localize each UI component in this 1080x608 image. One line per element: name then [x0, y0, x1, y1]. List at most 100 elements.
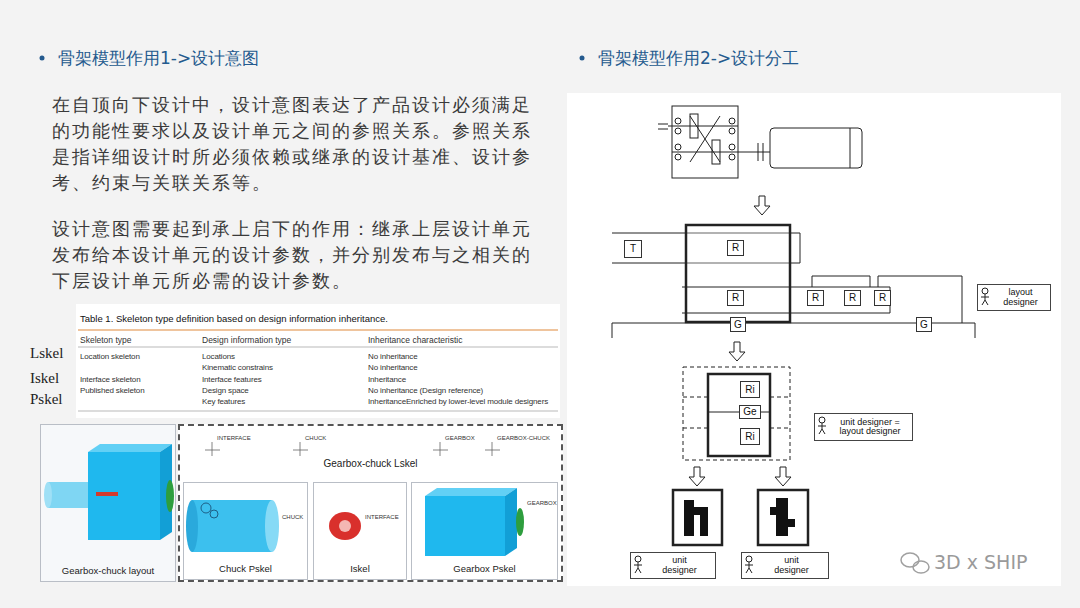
table-cell-box: Key features	[202, 397, 245, 406]
skeleton-tag: Pskel	[30, 391, 63, 408]
part-box: R	[727, 240, 744, 256]
layout-schematic	[812, 276, 870, 287]
gear-drive-schematic	[850, 128, 851, 168]
gearbox-chuck-model	[88, 452, 160, 540]
datum-tag-box: GEARBOX	[445, 435, 475, 441]
unit-geometry	[684, 498, 795, 536]
node-label: R	[879, 293, 886, 303]
gearbox-model	[505, 488, 517, 556]
unit-split-schematic	[683, 367, 790, 460]
watermark-box: 3D x SHIP	[934, 551, 1027, 573]
table-header: Skeleton type	[80, 335, 132, 345]
heading-box: 骨架模型作用1->设计意图	[58, 47, 259, 70]
datum-tag-box: INTERFACE	[217, 435, 251, 441]
unit-split-schematic	[683, 367, 790, 460]
table-cell-box: No inheritance	[368, 363, 418, 372]
gearbox-chuck-model	[166, 480, 174, 512]
person-icon	[746, 556, 752, 562]
skeleton-tag-box: Pskel	[30, 391, 63, 408]
datum-tag: GEARBOX	[445, 435, 475, 441]
chuck-model	[192, 500, 272, 552]
chuck-model	[210, 510, 218, 518]
table-frame	[76, 304, 560, 418]
node-label: R	[732, 293, 739, 303]
cad-image-ground	[40, 424, 563, 582]
table-cell: Design space	[202, 386, 249, 395]
datum-tag-box: GEARBOX	[527, 500, 557, 506]
table-cell: No inheritance	[368, 352, 418, 361]
coordinate-triad	[485, 450, 500, 451]
table-header: Inheritance characteristic	[368, 335, 463, 345]
coordinate-triad	[205, 442, 500, 456]
gear-drive-schematic	[675, 128, 681, 134]
table-cell-box: Location skeleton	[80, 352, 140, 361]
datum-tag-box: GEARBOX-CHUCK	[497, 435, 550, 441]
table-cell: InheritanceEnriched by lower-level modul…	[368, 397, 548, 406]
table-cell-box: Design space	[202, 386, 249, 395]
table-cell-box: Published skeleton	[80, 386, 144, 395]
layout-schematic	[612, 225, 975, 338]
person-icon	[745, 565, 753, 566]
unit-split-schematic	[708, 374, 770, 456]
gearbox-model	[425, 488, 524, 556]
gear-drive-schematic	[729, 128, 735, 134]
layout-schematic	[612, 323, 613, 338]
gearbox-chuck-model	[48, 482, 90, 508]
datum-tag: INTERFACE	[365, 514, 399, 520]
gear-drive-schematic	[672, 152, 770, 153]
layout-schematic	[800, 233, 801, 263]
person-icon	[982, 300, 985, 305]
table-header: Design information type	[202, 335, 291, 345]
gear-drive-schematic	[763, 143, 764, 161]
gear-drive-schematic	[729, 144, 735, 150]
node-label: Chuck Pskel	[219, 563, 272, 574]
person-icon	[818, 426, 826, 427]
chuck-model	[186, 500, 198, 552]
person-icon	[981, 297, 989, 298]
node-label: G	[734, 320, 742, 330]
table-caption-box: Table 1. Skeleton type definition based …	[80, 313, 388, 324]
node-label: Ge	[743, 407, 756, 417]
person-icon	[638, 568, 641, 573]
part-box: R	[844, 290, 861, 306]
gear-drive-schematic	[675, 118, 681, 124]
gear-drive-schematic	[758, 143, 759, 161]
part-box: R	[807, 290, 824, 306]
node-label: Gearbox-chuck layout	[62, 565, 154, 576]
unit-split-schematic	[683, 397, 708, 398]
gearbox-chuck-model	[44, 444, 174, 540]
table-cell-box: Interface skeleton	[80, 375, 140, 384]
table-cell-box: Interface features	[202, 375, 262, 384]
skeleton-tag-box: Lskel	[30, 345, 63, 362]
table-cell: Key features	[202, 397, 245, 406]
figure-panel: Chuck Pskel	[183, 482, 308, 580]
gear-drive-schematic	[658, 106, 862, 178]
stage-arrow	[754, 196, 770, 215]
layout-schematic	[975, 323, 976, 338]
table-cell-box: Inheritance	[368, 375, 406, 384]
chuck-model	[265, 500, 279, 552]
part-box: Ri	[740, 381, 760, 398]
part-box: Ri	[740, 428, 760, 445]
layout-schematic	[686, 225, 790, 322]
part-box: R	[874, 290, 891, 306]
gearbox-chuck-model	[96, 492, 118, 496]
table-cell: Published skeleton	[80, 386, 144, 395]
part-box: R	[727, 290, 744, 306]
paragraph: 在自顶向下设计中，设计意图表达了产品设计必须满足的功能性要求以及设计单元之间的参…	[52, 92, 546, 196]
table-cell: Interface skeleton	[80, 375, 140, 384]
gear-drive-schematic	[675, 144, 681, 150]
part-box: T	[624, 240, 642, 258]
coordinate-triad	[440, 442, 441, 456]
datum-tag: GEARBOX	[527, 500, 557, 506]
table-header-box: Skeleton type	[80, 335, 132, 345]
table-cell-box: No inheritance	[368, 352, 418, 361]
datum-tag: CHUCK	[282, 514, 303, 520]
gear-drive-schematic	[668, 126, 738, 127]
unit-box	[673, 490, 808, 545]
heading-box: 骨架模型作用2->设计分工	[598, 47, 799, 70]
layout-schematic	[682, 313, 890, 314]
watermark-icon	[901, 553, 929, 573]
stage-arrow	[775, 467, 791, 486]
datum-tag: INTERFACE	[217, 435, 251, 441]
